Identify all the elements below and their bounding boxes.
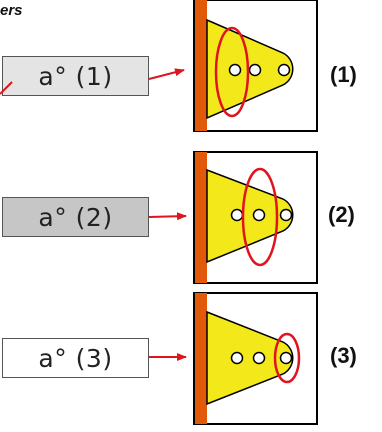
bracket-panel-2 [193, 151, 318, 284]
row-number-2: (2) [328, 202, 355, 227]
hole-circle [279, 208, 293, 222]
row-number-1: (1) [330, 62, 357, 87]
connector-line [0, 81, 13, 95]
hole-circle [252, 208, 266, 222]
hole-circle [230, 208, 244, 222]
wall-bar [195, 293, 207, 424]
bracket-shape [206, 310, 294, 406]
angle-label-3: a° (3) [2, 338, 149, 378]
hole-circle [252, 351, 266, 365]
caption-text: ers [0, 2, 23, 19]
highlight-ellipse [214, 26, 250, 118]
hole-circle [228, 63, 242, 77]
angle-label-2: a° (2) [2, 197, 149, 237]
bracket-panel-3 [193, 292, 318, 425]
bracket-shape [206, 168, 294, 264]
highlight-ellipse [241, 167, 279, 267]
hole-circle [230, 351, 244, 365]
arrow-1 [148, 68, 185, 80]
wall-bar [195, 0, 207, 131]
bracket-panel-1 [193, 0, 318, 132]
angle-label-1: a° (1) [2, 56, 149, 96]
arrow-2 [148, 212, 187, 221]
hole-circle [248, 63, 262, 77]
highlight-ellipse [273, 332, 301, 384]
row-number-3: (3) [330, 343, 357, 368]
wall-bar [195, 152, 207, 283]
hole-circle [277, 63, 291, 77]
hole-circle [279, 351, 293, 365]
